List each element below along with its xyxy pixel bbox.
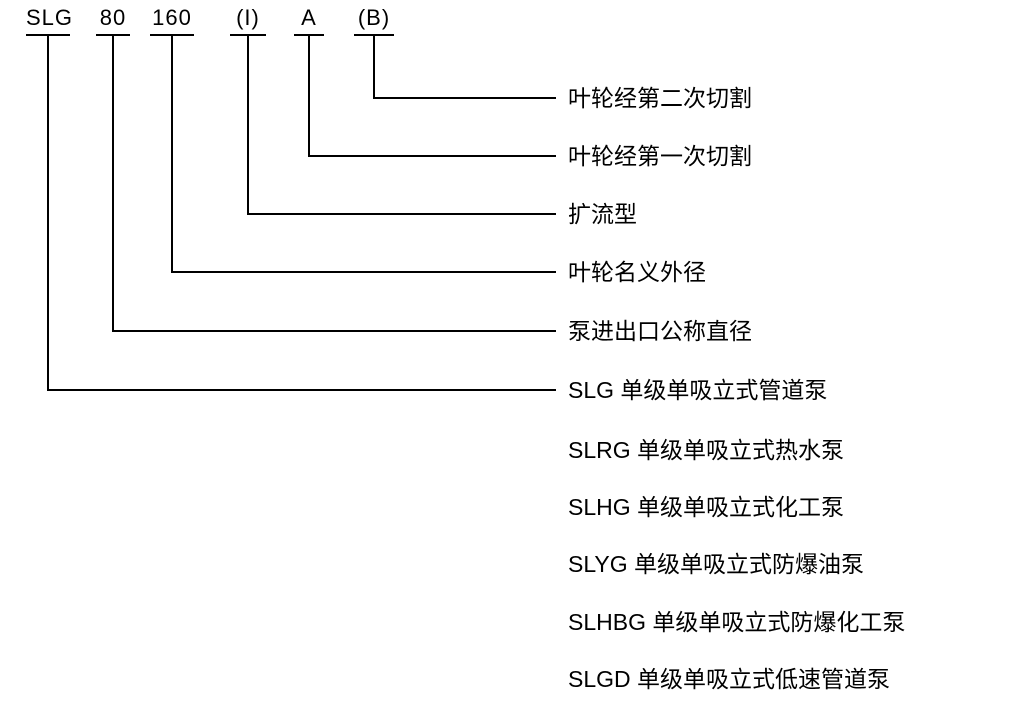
segment-label-80: 泵进出口公称直径 [568,318,752,344]
connector-line-80-horizontal [112,330,556,332]
connector-line-80-vertical [112,34,114,330]
variant-item-slhg: SLHG 单级单吸立式化工泵 [568,494,845,520]
model-segment-a: A [294,6,324,36]
segment-label-b: 叶轮经第二次切割 [568,85,752,111]
variant-item-slrg: SLRG 单级单吸立式热水泵 [568,437,845,463]
variant-item-slyg: SLYG 单级单吸立式防爆油泵 [568,551,865,577]
variant-item-slhbg: SLHBG 单级单吸立式防爆化工泵 [568,609,906,635]
model-segment-i: (I) [230,6,266,36]
segment-label-a: 叶轮经第一次切割 [568,143,752,169]
segment-label-slg: SLG 单级单吸立式管道泵 [568,377,828,403]
connector-line-i-horizontal [247,213,556,215]
connector-line-slg-vertical [47,34,49,389]
model-segment-b: (B) [354,6,394,36]
segment-label-i: 扩流型 [568,201,637,227]
connector-line-a-vertical [308,34,310,155]
segment-label-160: 叶轮名义外径 [568,259,706,285]
connector-line-b-vertical [373,34,375,97]
connector-line-160-horizontal [171,271,556,273]
model-segment-80: 80 [96,6,130,36]
connector-line-slg-horizontal [47,389,556,391]
connector-line-a-horizontal [308,155,556,157]
variant-item-slgd: SLGD 单级单吸立式低速管道泵 [568,666,891,692]
model-segment-160: 160 [150,6,194,36]
model-segment-slg: SLG [26,6,72,36]
connector-line-160-vertical [171,34,173,271]
connector-line-b-horizontal [373,97,556,99]
connector-line-i-vertical [247,34,249,213]
